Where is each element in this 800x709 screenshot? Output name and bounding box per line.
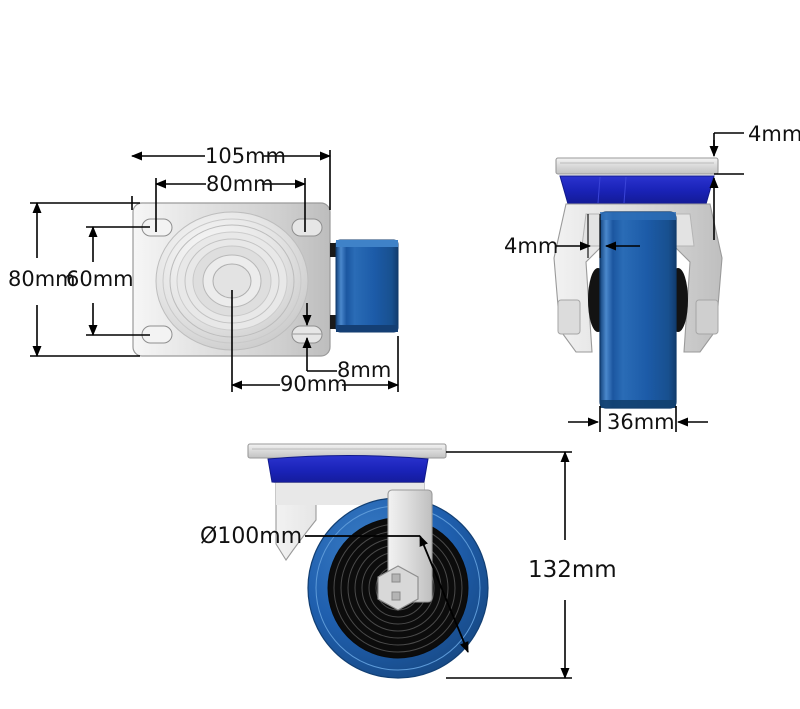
dim-105mm	[131, 150, 331, 210]
dim-label-105mm: 105mm	[205, 144, 286, 168]
dim-label-60mm: 60mm	[66, 267, 134, 291]
dim-label-132mm: 132mm	[528, 557, 617, 583]
swivel-raceway-rings	[155, 211, 309, 351]
dim-label-90mm: 90mm	[280, 372, 348, 396]
dim-label-diameter-100mm: Ø100mm	[200, 524, 303, 549]
front-view	[553, 157, 723, 409]
dim-4mm-clearance	[556, 214, 640, 258]
side-view	[247, 443, 489, 679]
dim-4mm-plate-thickness	[709, 132, 744, 240]
dim-label-36mm: 36mm	[607, 410, 675, 434]
dim-80mm-left	[30, 202, 140, 357]
dim-label-4mm-plate: 4mm	[748, 122, 800, 146]
dim-60mm	[86, 226, 150, 336]
bolt-slots	[141, 218, 323, 344]
dim-90mm	[231, 290, 399, 392]
front-swivel-ring	[559, 175, 715, 205]
front-top-plate	[555, 157, 719, 175]
dim-label-80mm-top: 80mm	[206, 172, 274, 196]
dim-diameter-100mm	[305, 535, 469, 653]
dim-label-8mm: 8mm	[337, 358, 392, 382]
front-wheel	[599, 211, 677, 409]
dim-80mm-top	[155, 178, 306, 232]
top-plate-view	[132, 202, 399, 357]
side-swivel-ring	[267, 455, 429, 486]
axle-hex-nut	[377, 565, 419, 611]
top-view-wheel-projection	[330, 239, 399, 333]
dim-36mm	[568, 406, 708, 432]
dim-label-80mm-left: 80mm	[8, 267, 76, 291]
dim-8mm	[302, 303, 337, 372]
dim-132mm	[446, 451, 572, 679]
bolt-slot-top-right	[291, 218, 323, 237]
dim-label-4mm-clearance: 4mm	[504, 234, 559, 258]
